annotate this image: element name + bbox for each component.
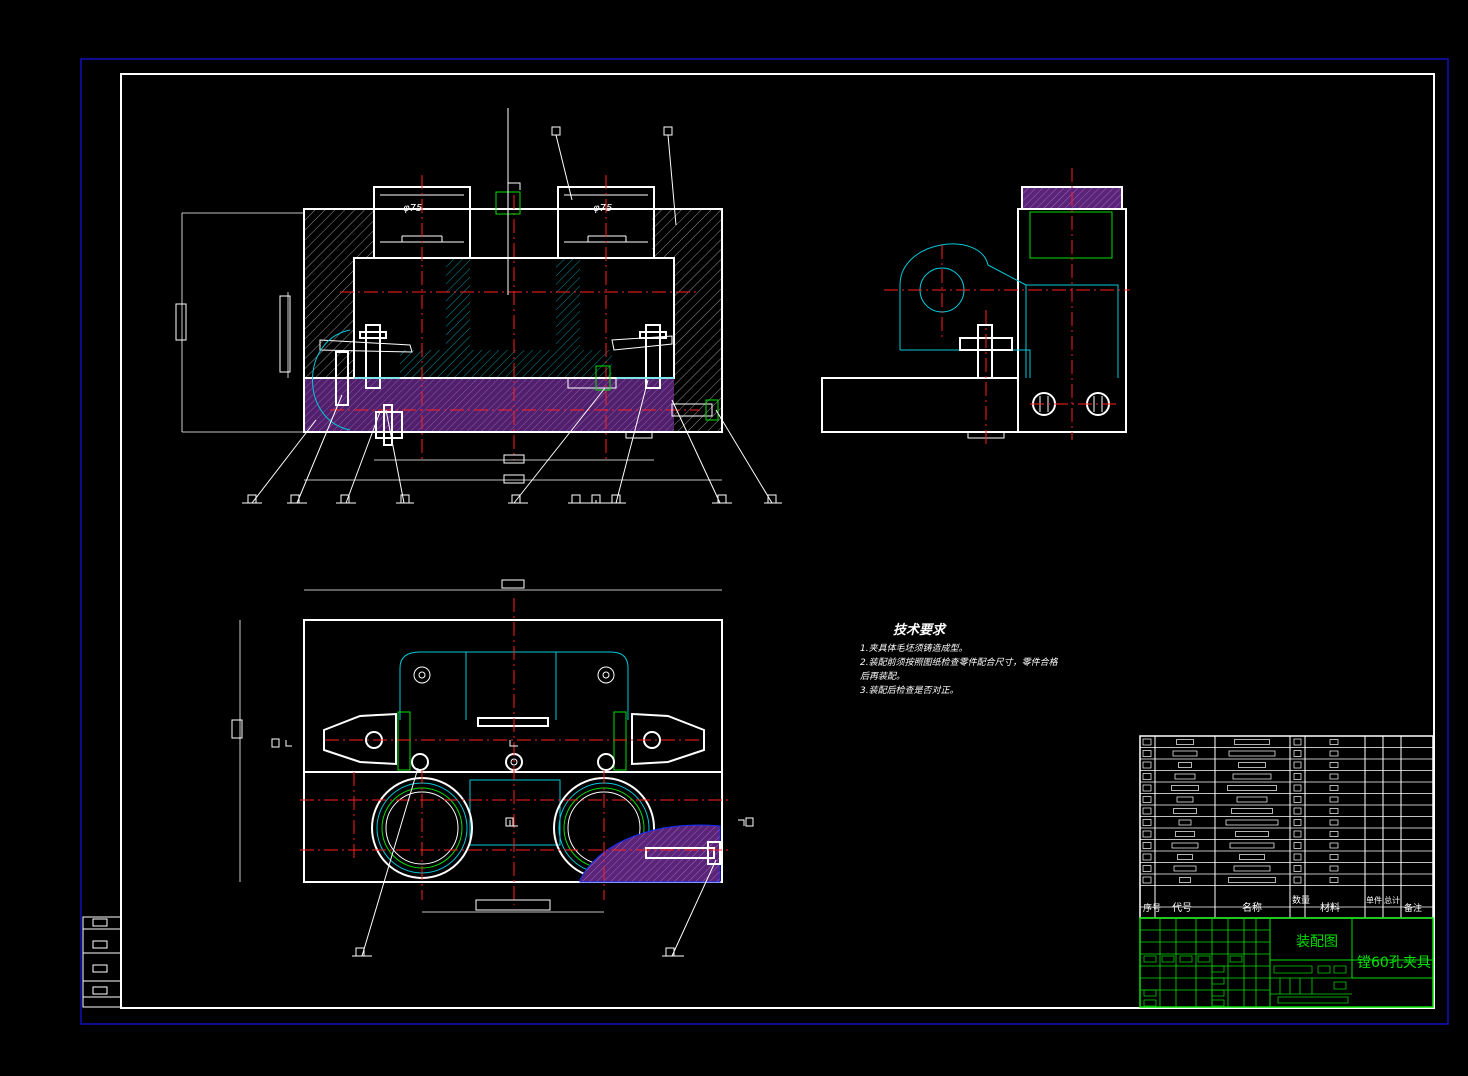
bom-header-code: 代号: [1172, 902, 1192, 914]
drawing-type-label: 装配图: [1296, 934, 1338, 950]
tech-req-heading: 技术要求: [893, 622, 947, 638]
inner-border: [120, 73, 1435, 1009]
bom-header-total: 总计: [1384, 895, 1400, 905]
bom-header-index: 序号: [1143, 902, 1161, 914]
top-view: [231, 579, 754, 957]
tech-req-line-1: 1.夹具体毛坯须铸造成型。: [860, 643, 968, 654]
front-view: φ75 φ75: [175, 108, 782, 504]
bom-header-name: 名称: [1242, 901, 1262, 914]
drawing-title: 镗60孔夹具: [1357, 955, 1431, 971]
outer-border: [80, 58, 1449, 1025]
tech-requirements: 技术要求 1.夹具体毛坯须铸造成型。 2.装配前须按照图纸检查零件配合尺寸，零件…: [860, 622, 1059, 696]
bom-header-row: 序号 代号 名称 数量 材料 单件 总计 备注: [1143, 894, 1422, 914]
side-view: [821, 168, 1130, 445]
margin-stamps: [82, 916, 122, 1008]
bom-header-unit: 单件: [1366, 895, 1382, 905]
title-block: 装配图 镗60孔夹具: [1139, 917, 1434, 1008]
bom-header-remark: 备注: [1404, 902, 1422, 914]
diameter-label-left: φ75: [403, 203, 422, 214]
diameter-label-right: φ75: [593, 203, 612, 214]
bom-header-qty: 数量: [1292, 894, 1310, 906]
bom-table: [1139, 735, 1434, 919]
tech-req-line-3: 后再装配。: [860, 671, 905, 682]
bom-header-material: 材料: [1320, 901, 1340, 914]
tech-req-line-2: 2.装配前须按照图纸检查零件配合尺寸，零件合格: [860, 657, 1059, 668]
tech-req-line-4: 3.装配后检查是否对正。: [860, 685, 959, 696]
